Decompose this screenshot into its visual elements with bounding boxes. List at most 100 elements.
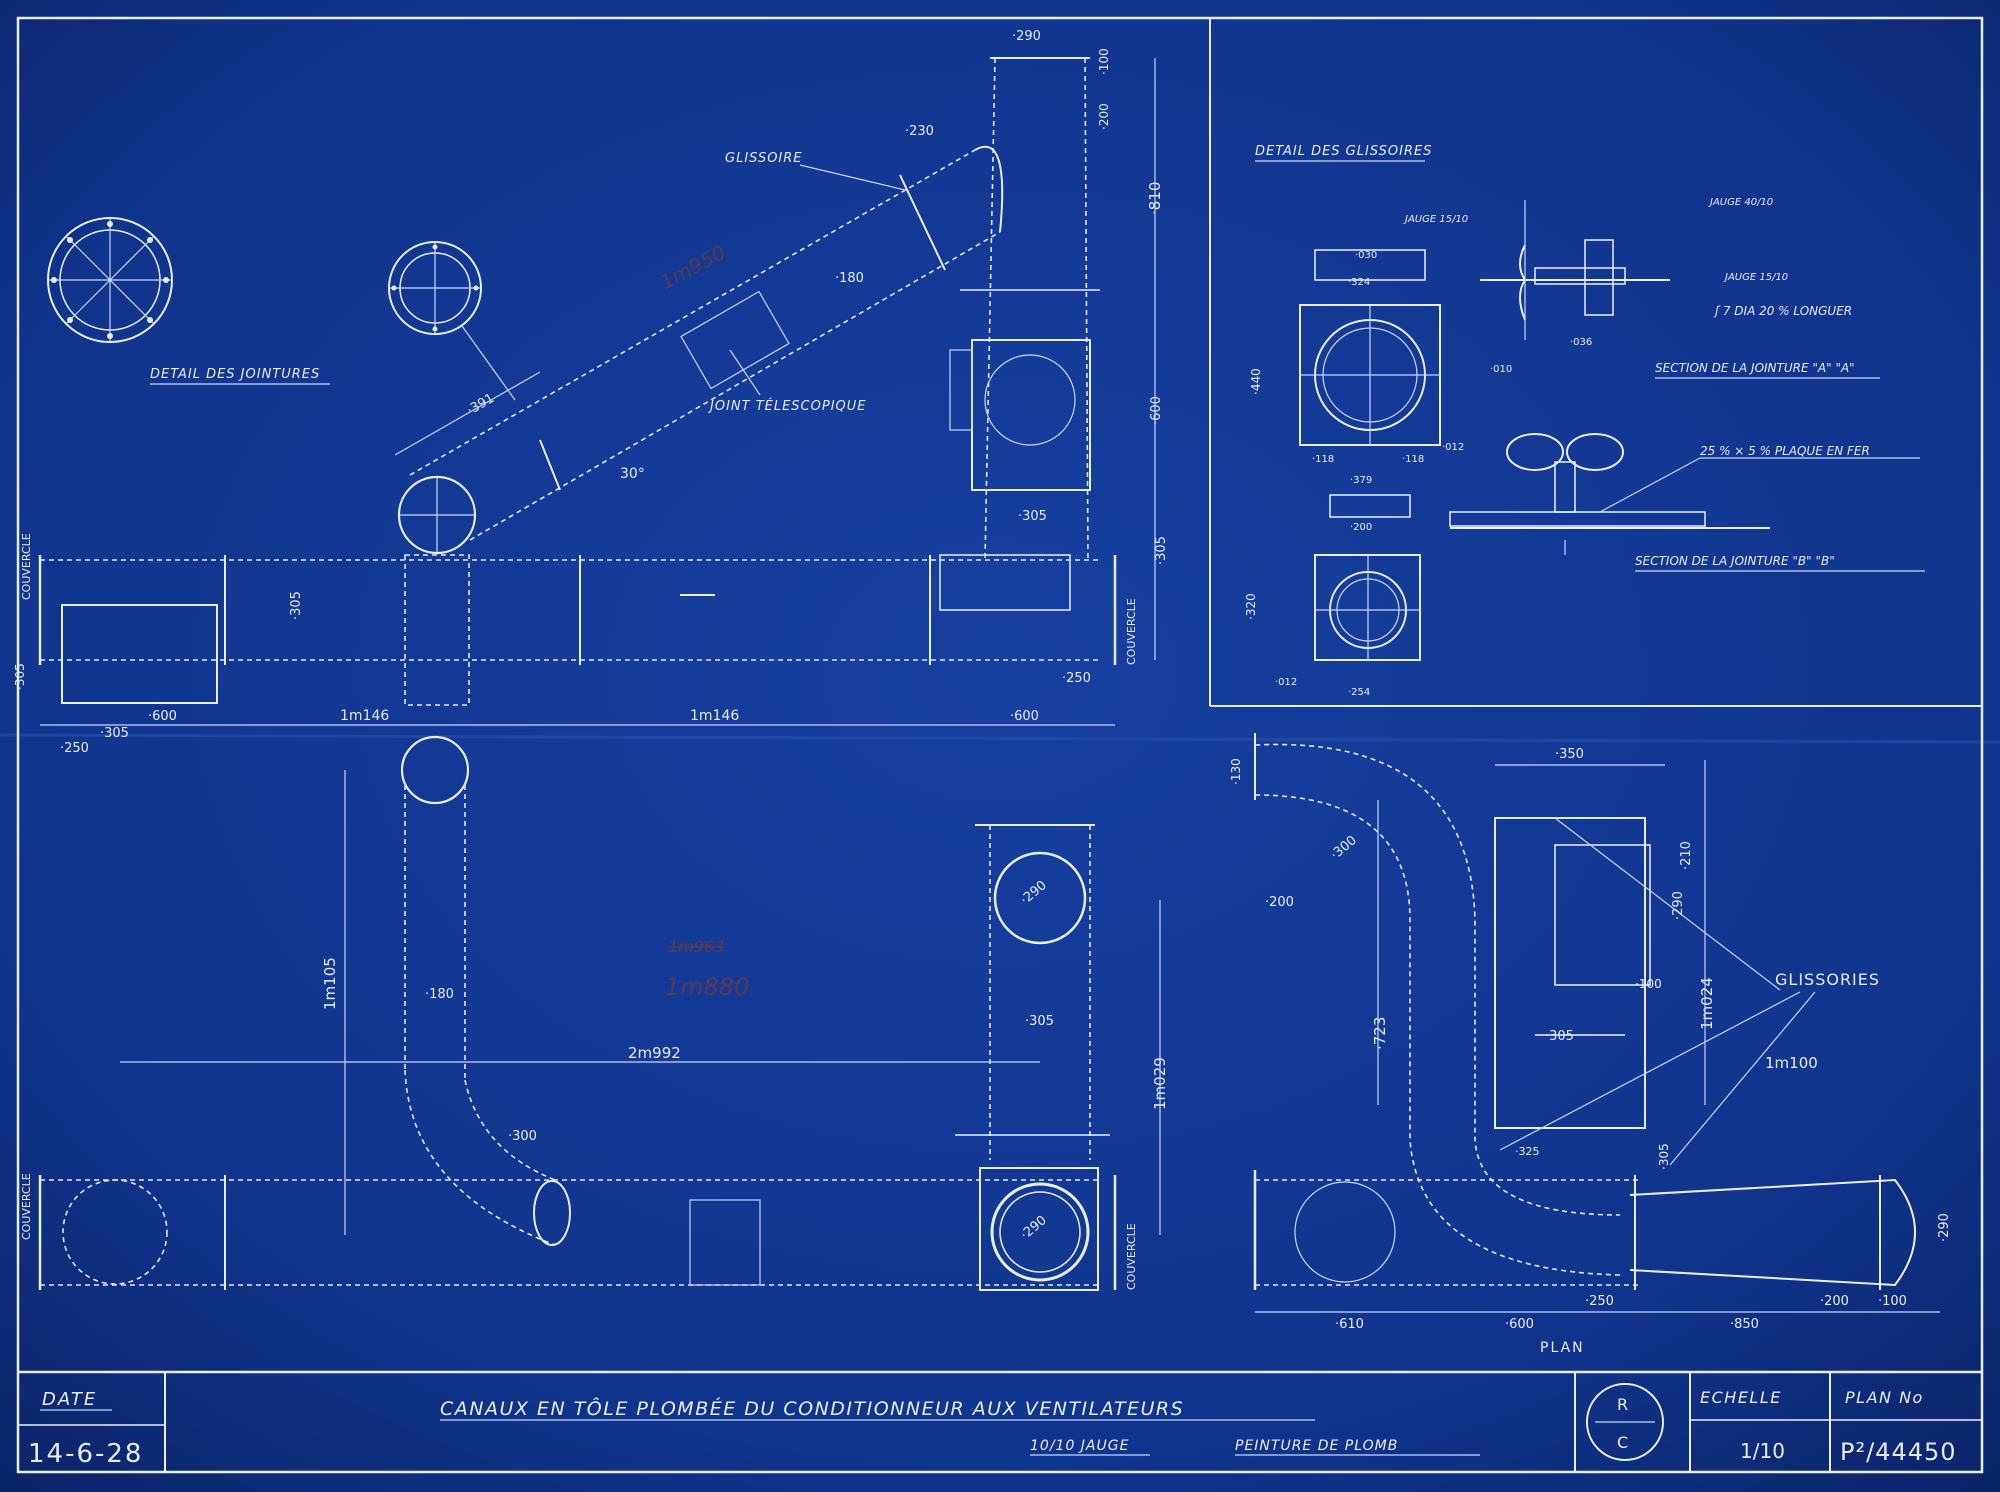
dim-350: ·350 <box>1555 747 1584 762</box>
dim-600: ·600 <box>1149 396 1164 425</box>
section-bb-drawing <box>1449 433 1770 555</box>
couvercle-right-lower: COUVERCLE <box>1125 1223 1138 1290</box>
dim-230: ·230 <box>905 124 934 139</box>
date-value: 14-6-28 <box>28 1439 143 1469</box>
dim-100-top: ·100 <box>1097 48 1111 75</box>
detail-slides-label: DETAIL DES GLISSOIRES <box>1255 144 1432 159</box>
dim-305-c: ·305 <box>1025 1014 1054 1029</box>
dim-320: ·320 <box>1244 593 1258 620</box>
dim-290-top: ·290 <box>1012 29 1041 44</box>
dim-200-b: ·200 <box>1265 895 1294 910</box>
dim-1m024: 1m024 <box>1698 977 1716 1030</box>
dim-305-square: ·305 <box>1018 509 1047 524</box>
dim-1m146-a: 1m146 <box>340 708 389 724</box>
dim-723: ·723 <box>1371 1017 1389 1050</box>
plan-number-label: PLAN No <box>1845 1388 1924 1407</box>
dim-1m100: 1m100 <box>1765 1054 1818 1072</box>
dim-290-f: ·290 <box>1937 1213 1952 1242</box>
u-bend-duct <box>400 735 571 1246</box>
dim-250-c: ·250 <box>1585 1294 1614 1309</box>
dim-180-b: ·180 <box>425 987 454 1002</box>
diagonal-duct <box>397 145 1004 555</box>
section-aa-label: SECTION DE LA JOINTURE "A" "A" <box>1655 361 1855 375</box>
dim-030: ·030 <box>1355 250 1377 261</box>
dim-118-a: ·118 <box>1312 454 1334 465</box>
dim-440: ·440 <box>1249 368 1263 395</box>
dim-100-c: ·100 <box>1878 1294 1907 1309</box>
dim-200-c: ·200 <box>1820 1294 1849 1309</box>
dim-610: ·610 <box>1335 1317 1364 1332</box>
horizontal-duct-upper <box>38 554 1117 706</box>
dim-305-e: ·305 <box>1657 1143 1671 1170</box>
section-aa-drawing <box>1480 200 1670 340</box>
dim-100-b: ·100 <box>1635 977 1662 991</box>
glissoire-label: GLISSOIRE <box>725 151 803 166</box>
leader <box>1554 817 1781 991</box>
vertical-duct-lower <box>955 824 1110 1291</box>
stamp-r: R <box>1617 1395 1628 1414</box>
stamp-c: C <box>1617 1433 1628 1452</box>
dim-290-e: ·290 <box>1671 891 1686 920</box>
leader <box>799 164 906 191</box>
couvercle-left-lower: COUVERCLE <box>20 1173 33 1240</box>
dim-850: ·850 <box>1730 1317 1759 1332</box>
jauge-40-label: JAUGE 40/10 <box>1708 197 1773 208</box>
dim-036: ·036 <box>1570 337 1592 348</box>
dim-600-c: ·600 <box>1505 1317 1534 1332</box>
dim-30deg: 30° <box>620 466 645 482</box>
dim-200-top: ·200 <box>1097 103 1111 130</box>
leader <box>729 349 761 396</box>
dim-line <box>394 371 541 456</box>
horizontal-duct-lower <box>38 1175 1117 1290</box>
glissories-label: GLISSORIES <box>1775 970 1880 989</box>
plate-label: 25 % × 5 % PLAQUE EN FER <box>1700 444 1870 458</box>
slide-front-view-small <box>1314 494 1421 661</box>
dim-305-left: ·305 <box>13 663 27 690</box>
drawing-title: CANAUX EN TÔLE PLOMBÉE DU CONDITIONNEUR … <box>440 1396 1184 1420</box>
dim-305-d: ·305 <box>1545 1029 1574 1044</box>
plan-bend-duct <box>1253 733 1916 1290</box>
joint-flange-large <box>47 217 173 343</box>
dim-012: ·012 <box>1442 442 1464 453</box>
scale-value: 1/10 <box>1740 1439 1785 1463</box>
outer-border <box>16 16 1984 1474</box>
dim-118-b: ·118 <box>1402 454 1424 465</box>
vertical-duct-top <box>949 57 1100 561</box>
dim-305-right: ·305 <box>1154 536 1169 565</box>
dim-305-b: ·305 <box>100 726 129 741</box>
detail-joints-label: DETAIL DES JOINTURES <box>150 367 320 382</box>
dim-1m963: 1m963 <box>668 937 724 956</box>
dim-305-duct: ·305 <box>289 591 304 620</box>
dim-010: ·010 <box>1490 364 1512 375</box>
joint-telescopique-label: JOINT TÉLESCOPIQUE <box>707 398 867 414</box>
section-bb-label: SECTION DE LA JOINTURE "B" "B" <box>1635 554 1835 568</box>
plan-number-value: P²/44450 <box>1840 1438 1957 1466</box>
dim-250-b: ·250 <box>1062 671 1091 686</box>
dim-200-d: ·200 <box>1350 522 1372 533</box>
dim-2m992: 2m992 <box>628 1044 681 1062</box>
leader <box>1499 991 1801 1151</box>
dim-1m880: 1m880 <box>665 973 749 1001</box>
subtitle-gauge: 10/10 JAUGE <box>1030 1438 1129 1454</box>
bolt-label: ʃ 7 DIA 20 % LONGUER <box>1713 304 1852 318</box>
slide-front-view-large <box>1299 249 1441 446</box>
leader <box>1599 457 1701 513</box>
subtitle-paint: PEINTURE DE PLOMB <box>1235 1438 1398 1454</box>
dim-210: ·210 <box>1679 841 1694 870</box>
dim-379: ·379 <box>1350 475 1372 486</box>
couvercle-right-upper: COUVERCLE <box>1125 598 1138 665</box>
scale-label: ECHELLE <box>1700 1388 1782 1407</box>
plan-label: PLAN <box>1540 1340 1585 1356</box>
couvercle-left-upper: COUVERCLE <box>20 533 33 600</box>
dim-130: ·130 <box>1229 758 1243 785</box>
jauge-15b-label: JAUGE 15/10 <box>1723 272 1788 283</box>
date-label: DATE <box>42 1389 97 1410</box>
dim-600-a: ·600 <box>148 709 177 724</box>
joint-flange-small <box>388 241 516 401</box>
leader <box>1669 991 1816 1166</box>
dim-324: ·324 <box>1348 277 1370 288</box>
fold-line <box>0 733 2000 744</box>
dim-012b: ·012 <box>1275 677 1297 688</box>
